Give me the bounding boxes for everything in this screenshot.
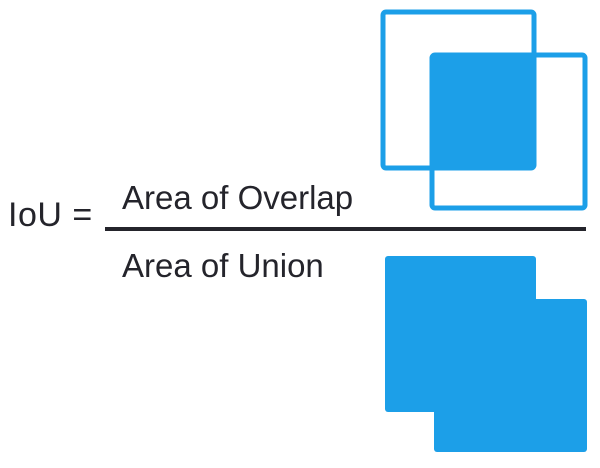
overlap-box-b-outline [429, 52, 588, 211]
intersection-fill [432, 55, 534, 168]
union-diagram [370, 245, 600, 468]
overlap-diagram [370, 0, 600, 220]
fraction-bar [105, 227, 586, 231]
formula-denominator: Area of Union [122, 247, 324, 284]
iou-label: IoU = [8, 196, 93, 234]
formula-numerator: Area of Overlap [122, 179, 354, 216]
overlap-box-a-outline [380, 9, 537, 171]
iou-formula: IoU = Area of Overlap Area of Union [8, 179, 586, 284]
union-fill [385, 256, 587, 452]
